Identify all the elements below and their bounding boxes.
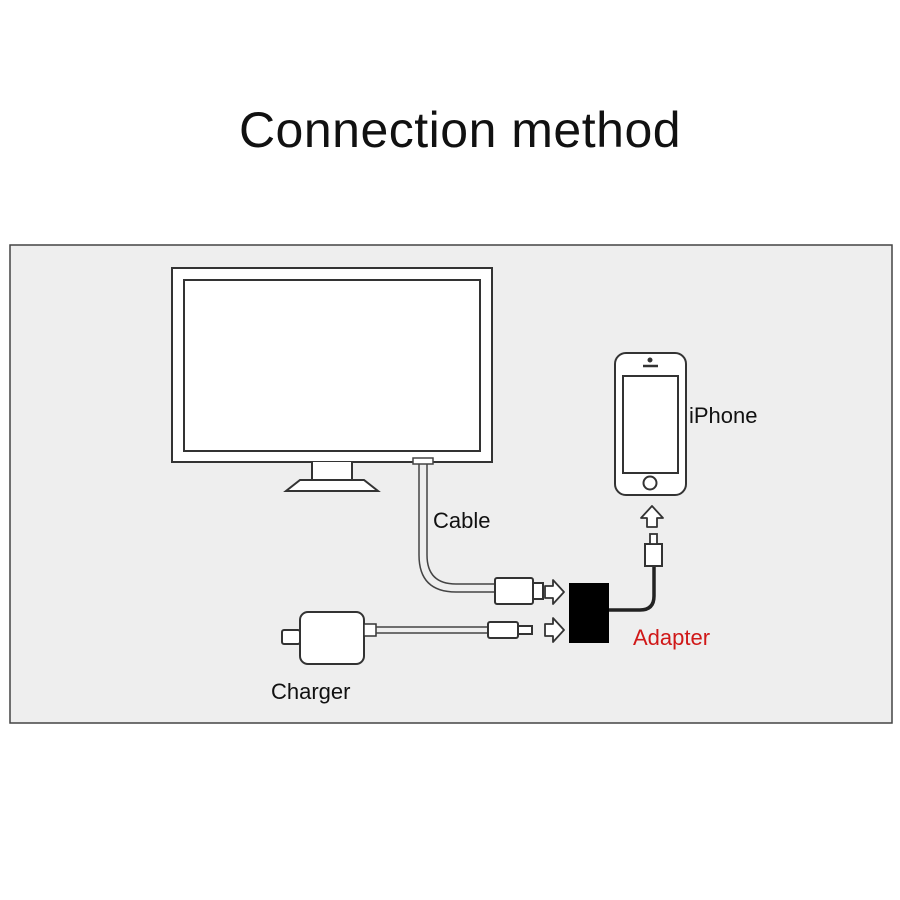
- monitor-port: [412, 457, 434, 465]
- cable-label: Cable: [433, 508, 490, 533]
- adapter-lightning-plug: [644, 533, 663, 567]
- arrow-up-icon: [640, 505, 664, 528]
- adapter-cable: [609, 565, 656, 612]
- charger-label: Charger: [271, 679, 350, 704]
- page-title: Connection method: [238, 102, 682, 158]
- charger-cable: [363, 623, 488, 637]
- adapter-icon: [569, 583, 609, 643]
- adapter-label: Adapter: [633, 625, 710, 650]
- hdmi-plug: [494, 577, 544, 605]
- hdmi-cable: [418, 460, 497, 593]
- lightning-plug: [487, 621, 533, 639]
- iphone-icon: [614, 352, 687, 496]
- charger-icon: [281, 611, 365, 665]
- iphone-label: iPhone: [689, 403, 758, 428]
- arrow-right-icon: [544, 617, 565, 643]
- arrow-right-icon: [544, 579, 565, 605]
- monitor-icon: [171, 267, 493, 492]
